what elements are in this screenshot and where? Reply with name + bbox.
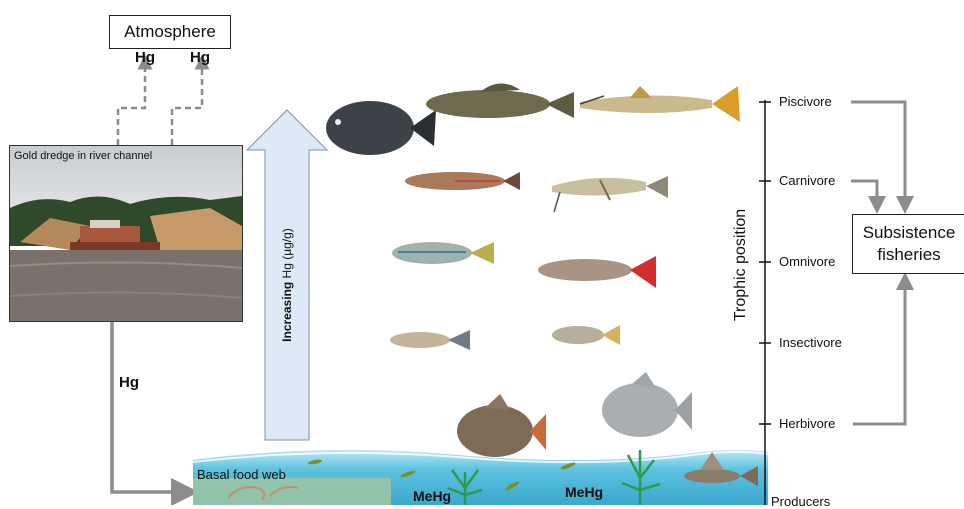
trophic-axis-label: Trophic position: [732, 209, 750, 321]
atmosphere-emission-lines: [118, 62, 202, 145]
trophic-axis: [759, 100, 771, 505]
insectivore-tetra-left-icon: [390, 330, 470, 350]
subsistence-fisheries-label: Subsistence fisheries: [863, 222, 956, 266]
hg-label-channel: Hg: [119, 374, 139, 391]
trahira-fish-icon: [426, 83, 574, 118]
level-producers: Producers: [771, 494, 830, 509]
pike-characin-icon: [405, 172, 520, 190]
redtail-fish-icon: [538, 256, 656, 288]
increasing-hg-unit: Hg (µg/g): [280, 228, 294, 282]
hg-label-left: Hg: [135, 49, 155, 66]
catfish-carnivore-icon: [552, 176, 668, 212]
basal-food-web-label: Basal food web: [197, 467, 286, 482]
atmosphere-box: Atmosphere: [109, 15, 231, 49]
fish-illustrations: [326, 83, 740, 457]
atmosphere-label: Atmosphere: [124, 22, 216, 42]
dredge-scene: [10, 146, 242, 321]
channel-hg-arrow: [112, 320, 185, 492]
increasing-hg-bold: Increasing: [280, 282, 294, 342]
silver-tetra-icon: [392, 242, 494, 264]
catfish-top-icon: [580, 86, 740, 122]
herbivore-pacu-right-icon: [602, 372, 692, 437]
level-omnivore: Omnivore: [779, 254, 835, 269]
insectivore-tetra-right-icon: [552, 325, 620, 345]
level-herbivore: Herbivore: [779, 416, 835, 431]
piranha-fish-icon: [326, 101, 436, 155]
gold-dredge-photo: Gold dredge in river channel: [9, 145, 243, 322]
photo-caption: Gold dredge in river channel: [14, 150, 152, 162]
level-insectivore: Insectivore: [779, 335, 842, 350]
mehg-label-left: MeHg: [413, 488, 451, 504]
subsistence-fisheries-box: Subsistence fisheries: [852, 214, 964, 274]
mehg-label-right: MeHg: [565, 484, 603, 500]
level-carnivore: Carnivore: [779, 173, 835, 188]
increasing-hg-label: Increasing Hg (µg/g): [280, 228, 294, 342]
hg-label-right: Hg: [190, 49, 210, 66]
level-piscivore: Piscivore: [779, 94, 832, 109]
herbivore-pacu-left-icon: [457, 394, 546, 457]
